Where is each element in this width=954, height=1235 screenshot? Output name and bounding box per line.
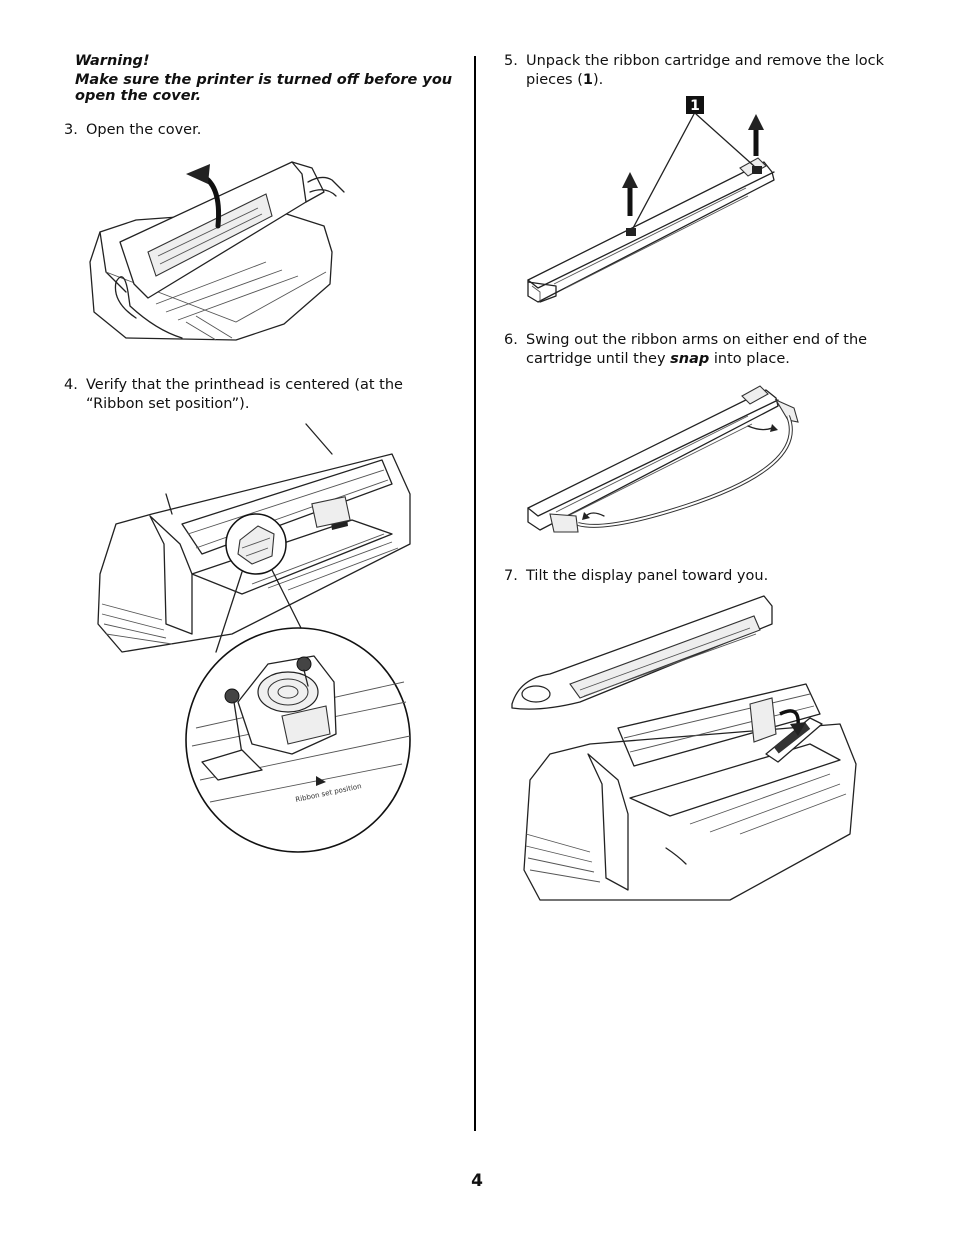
step-5-text-line2: pieces (1).: [526, 71, 603, 90]
step-5-text-line2-start: pieces (: [526, 72, 583, 88]
column-divider: [474, 56, 476, 1131]
page-number: 4: [471, 1171, 483, 1191]
figure-tilt-display-panel: [510, 594, 858, 904]
callout-number-1: 1: [690, 98, 700, 114]
step-6-number: 6.: [504, 332, 518, 348]
figure-printhead-centered: Ribbon set position: [92, 424, 414, 854]
printhead-zoom-circle-small: [226, 514, 286, 574]
step-4-text-line2: “Ribbon set position”).: [86, 396, 250, 412]
figure-ribbon-lock-pieces: 1: [526, 96, 778, 308]
step-5-callout-ref: 1: [582, 72, 593, 88]
figure-ribbon-arms: [526, 376, 802, 538]
step-5-text-line2-end: ).: [592, 72, 604, 88]
warning-text-line1: Make sure the printer is turned off befo…: [75, 72, 453, 88]
step-7-number: 7.: [504, 568, 518, 584]
step-6-text-line1: Swing out the ribbon arms on either end …: [526, 332, 868, 348]
step-3-text: Open the cover.: [86, 122, 202, 138]
step-6-text-line2-end: into place.: [709, 351, 790, 367]
step-6-text-line2: cartridge until they snap into place.: [526, 350, 790, 369]
printhead-zoom-circle-large: Ribbon set position: [186, 628, 410, 852]
step-4-text-line1: Verify that the printhead is centered (a…: [86, 377, 403, 393]
figure-open-cover: [86, 152, 348, 344]
callout-box-1: [686, 96, 704, 114]
step-7-text: Tilt the display panel toward you.: [526, 568, 769, 584]
step-6-text-line2-start: cartridge until they: [526, 351, 671, 367]
step-3-number: 3.: [64, 122, 78, 138]
step-4-number: 4.: [64, 377, 78, 393]
step-5-text-line1: Unpack the ribbon cartridge and remove t…: [526, 53, 885, 69]
warning-title: Warning!: [75, 53, 150, 69]
step-6-emphasis-snap: snap: [670, 351, 710, 367]
step-5-number: 5.: [504, 53, 518, 69]
warning-text-line2: open the cover.: [75, 88, 202, 104]
